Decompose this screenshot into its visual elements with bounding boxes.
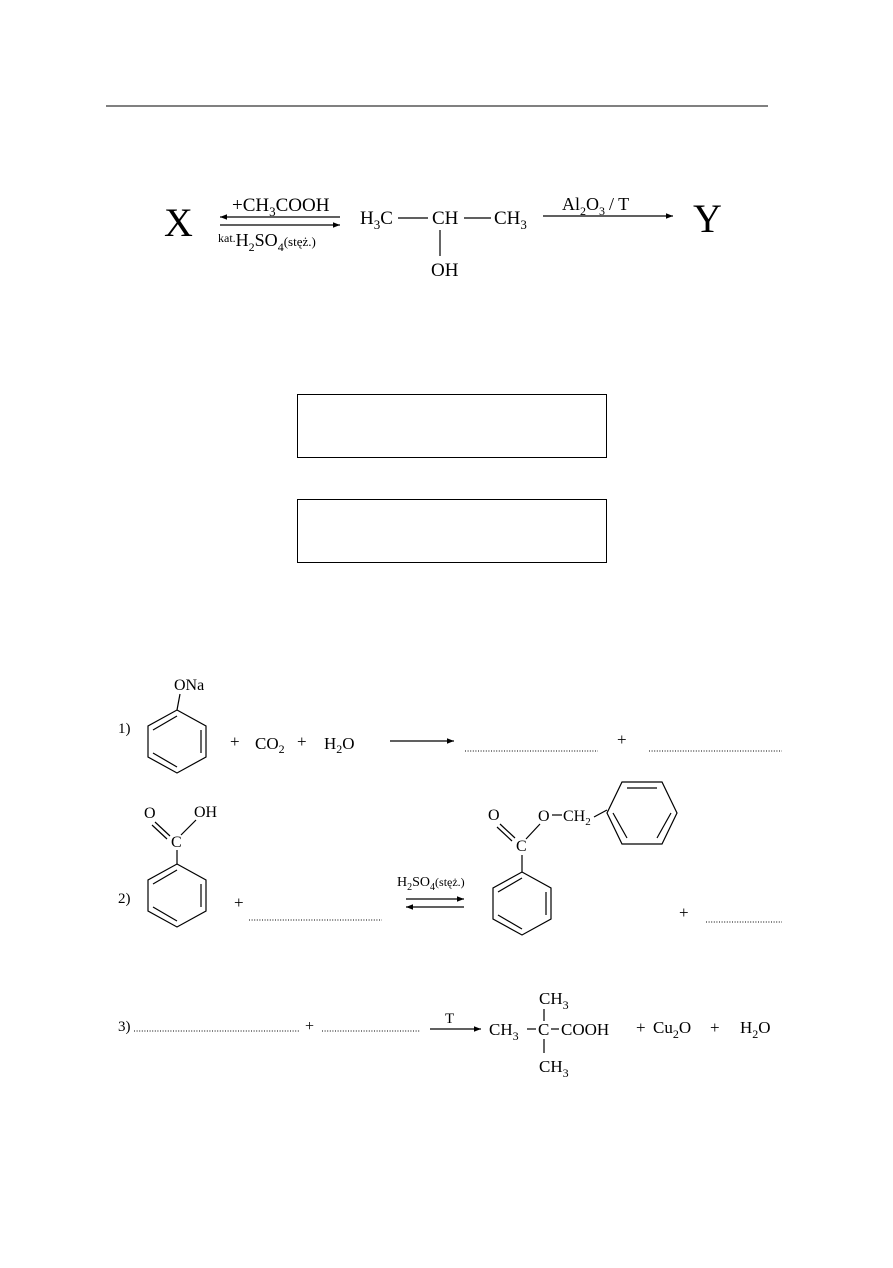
scheme-y-label: Y: [693, 196, 722, 241]
r1-bond-ring-ona: [176, 693, 181, 711]
r2-ch2-label: CH2: [563, 808, 591, 828]
r2-benzene-ring-benzyl: [606, 781, 678, 845]
r1-benzene-ring: [147, 709, 207, 774]
r2-oh-label: OH: [194, 804, 218, 821]
reagent-alumina: Al2O3/ T: [562, 194, 629, 218]
r2-ester-o-bridge: O: [538, 808, 550, 825]
r3-plus-2: +: [636, 1018, 646, 1037]
reaction-2-number: 2): [118, 891, 131, 907]
molecule-h3c: H3C: [360, 208, 393, 232]
r3-ch3-bottom: CH3: [539, 1057, 569, 1080]
r3-cooh: COOH: [561, 1020, 609, 1039]
molecule-ch3: CH3: [494, 208, 527, 232]
r2-catalyst: H2SO4(stęż.): [397, 875, 465, 893]
answer-box-x[interactable]: [297, 394, 607, 458]
r3-plus-3: +: [710, 1018, 720, 1037]
r3-c-center: C: [538, 1020, 549, 1039]
r2-ester-c-label: C: [516, 838, 527, 855]
r3-ch3-left: CH3: [489, 1020, 519, 1043]
r3-h2o: H2O: [740, 1018, 771, 1041]
r3-ch3-top: CH3: [539, 989, 569, 1012]
r2-benzene-ring-ester: [492, 871, 552, 936]
reaction-3-number: 3): [118, 1019, 131, 1035]
r1-h2o: H2O: [324, 734, 355, 756]
r3-temperature: T: [445, 1011, 454, 1027]
r2-c-label: C: [171, 834, 182, 851]
r1-co2: CO2: [255, 734, 285, 756]
r2-plus-1: +: [234, 893, 244, 912]
catalyst-sulfuric-acid: kat.H2SO4(stęż.): [218, 230, 316, 254]
r1-plus-2: +: [297, 732, 307, 751]
r2-plus-2: +: [679, 903, 689, 922]
reaction-1-number: 1): [118, 721, 131, 737]
r1-ona-label: ONa: [174, 677, 204, 694]
answer-box-y[interactable]: [297, 499, 607, 563]
r3-cu2o: Cu2O: [653, 1018, 691, 1041]
r1-plus-1: +: [230, 732, 240, 751]
r2-ester-bonds: [496, 809, 608, 872]
r2-ester-o-label: O: [488, 807, 500, 824]
molecule-ch: CH: [432, 208, 459, 229]
scheme-x-label: X: [164, 200, 193, 245]
r1-plus-3: +: [617, 730, 627, 749]
r2-benzene-ring-left: [147, 863, 207, 928]
r3-plus-1: +: [305, 1018, 314, 1035]
reagent-acetic-acid: +CH3COOH: [232, 195, 330, 219]
r2-o-label: O: [144, 805, 156, 822]
molecule-oh: OH: [431, 260, 459, 281]
r2-acid-bonds: [151, 819, 197, 864]
